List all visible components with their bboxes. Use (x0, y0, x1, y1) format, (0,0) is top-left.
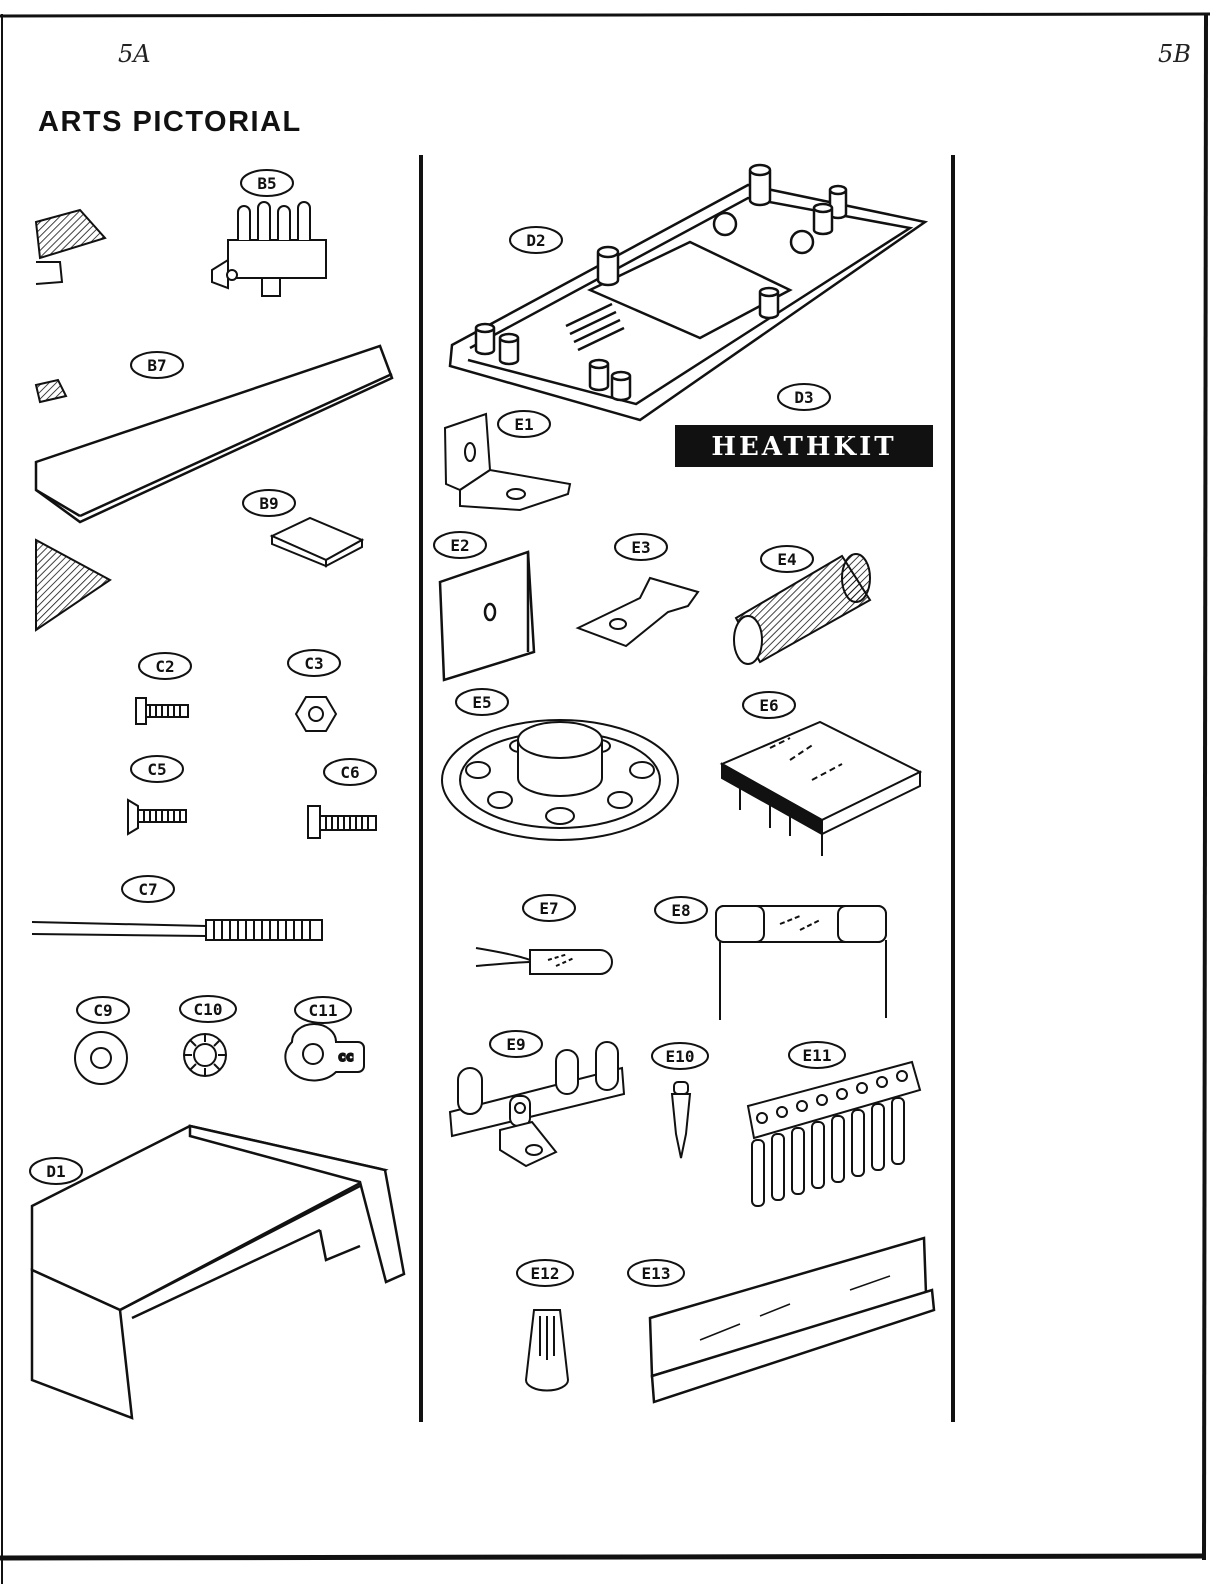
svg-text:D1: D1 (46, 1162, 65, 1181)
label-e6: E6 (743, 692, 795, 718)
label-c3: C3 (288, 650, 340, 676)
label-e12: E12 (517, 1260, 573, 1286)
svg-text:C6: C6 (340, 763, 359, 782)
svg-text:B7: B7 (147, 356, 166, 375)
svg-text:cc: cc (338, 1050, 354, 1065)
label-c11: C11 (295, 997, 351, 1023)
svg-text:E5: E5 (472, 693, 491, 712)
part-b7-drawing (36, 346, 392, 522)
part-c9-drawing (75, 1032, 127, 1084)
part-b5-drawing (212, 202, 326, 296)
label-c2: C2 (139, 653, 191, 679)
part-e3-drawing (578, 578, 698, 646)
svg-text:E2: E2 (450, 536, 469, 555)
part-c3-drawing (296, 697, 336, 731)
part-e10-drawing (672, 1082, 690, 1158)
label-b5: B5 (241, 170, 293, 196)
svg-text:C2: C2 (155, 657, 174, 676)
part-e12-drawing (526, 1310, 568, 1391)
label-e13: E13 (628, 1260, 684, 1286)
part-c11-drawing: cc (285, 1024, 364, 1080)
svg-text:C5: C5 (147, 760, 166, 779)
label-b9: B9 (243, 490, 295, 516)
label-c10: C10 (180, 996, 236, 1022)
svg-text:E4: E4 (777, 550, 796, 569)
label-d2: D2 (510, 227, 562, 253)
svg-text:E10: E10 (666, 1047, 695, 1066)
svg-text:E9: E9 (506, 1035, 525, 1054)
part-d2-drawing (450, 165, 925, 420)
part-d3-heathkit-label: HEATHKIT (675, 425, 933, 467)
svg-text:E13: E13 (642, 1264, 671, 1283)
part-b9-drawing (272, 518, 362, 566)
svg-text:E8: E8 (671, 901, 690, 920)
svg-text:C3: C3 (304, 654, 323, 673)
svg-text:E6: E6 (759, 696, 778, 715)
part-e6-drawing (722, 722, 920, 856)
svg-text:E12: E12 (531, 1264, 560, 1283)
label-e4: E4 (761, 546, 813, 572)
part-c10-drawing (184, 1034, 226, 1076)
label-d3: D3 (778, 384, 830, 410)
heathkit-logo-text: HEATHKIT (711, 432, 896, 462)
partial-part-drawings (36, 210, 110, 630)
label-c5: C5 (131, 756, 183, 782)
part-c5-drawing (128, 800, 186, 834)
label-c9: C9 (77, 997, 129, 1023)
part-e7-drawing (476, 948, 612, 974)
label-e2: E2 (434, 532, 486, 558)
svg-text:D3: D3 (794, 388, 813, 407)
svg-text:C11: C11 (309, 1001, 338, 1020)
svg-text:E11: E11 (803, 1046, 832, 1065)
label-e8: E8 (655, 897, 707, 923)
label-e7: E7 (523, 895, 575, 921)
svg-text:E1: E1 (514, 415, 533, 434)
label-e9: E9 (490, 1031, 542, 1057)
part-e2-drawing (440, 552, 534, 680)
part-e5-drawing (442, 720, 678, 840)
part-c2-drawing (136, 698, 188, 724)
svg-text:C7: C7 (138, 880, 157, 899)
svg-text:C10: C10 (194, 1000, 223, 1019)
part-c7-drawing (32, 920, 322, 940)
label-c6: C6 (324, 759, 376, 785)
label-e1: E1 (498, 411, 550, 437)
label-e5: E5 (456, 689, 508, 715)
part-e13-drawing (650, 1238, 934, 1402)
part-e8-drawing (716, 906, 886, 1020)
svg-text:D2: D2 (526, 231, 545, 250)
svg-text:B5: B5 (257, 174, 276, 193)
svg-text:C9: C9 (93, 1001, 112, 1020)
label-e3: E3 (615, 534, 667, 560)
label-e10: E10 (652, 1043, 708, 1069)
svg-text:B9: B9 (259, 494, 278, 513)
label-c7: C7 (122, 876, 174, 902)
part-d1-drawing (32, 1126, 404, 1418)
part-e9-drawing (450, 1042, 624, 1166)
label-b7: B7 (131, 352, 183, 378)
label-d1: D1 (30, 1158, 82, 1184)
label-e11: E11 (789, 1042, 845, 1068)
svg-text:E7: E7 (539, 899, 558, 918)
part-c6-drawing (308, 806, 376, 838)
part-e11-drawing (748, 1062, 920, 1206)
svg-text:E3: E3 (631, 538, 650, 557)
